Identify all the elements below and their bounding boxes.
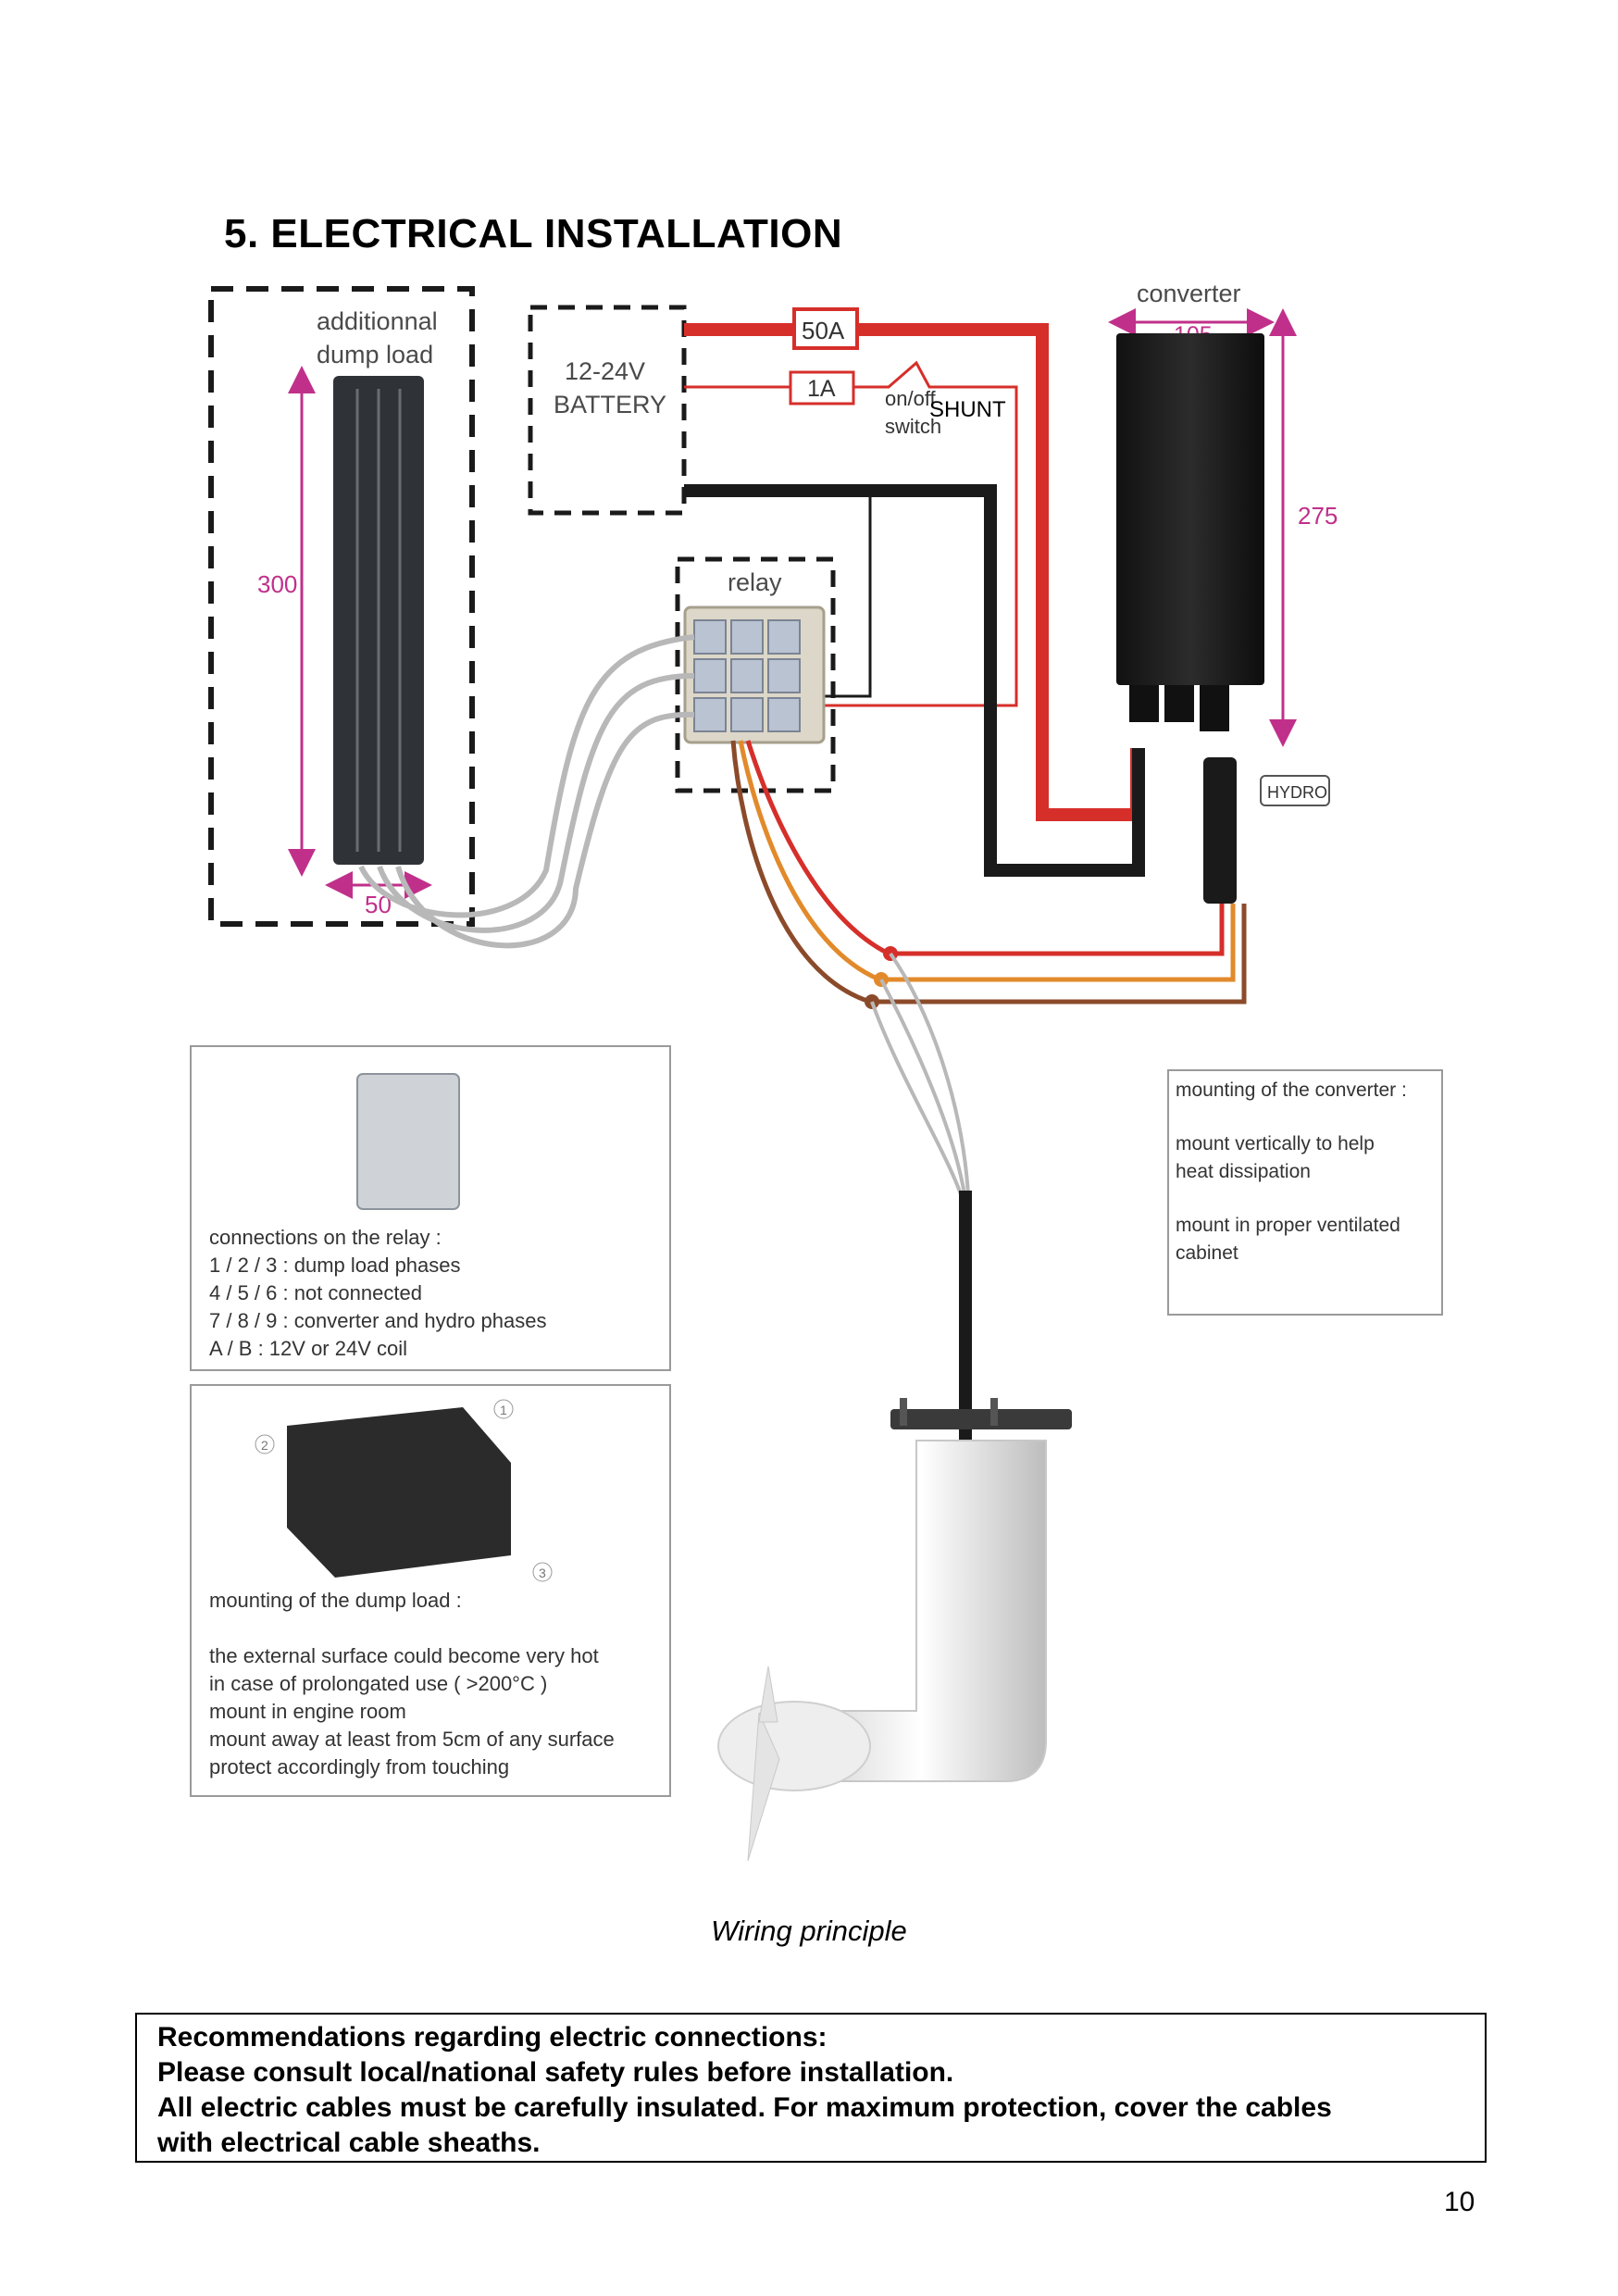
converter-height-dim: 275 — [1298, 502, 1338, 530]
dump-load-note-line-4: mount away at least from 5cm of any surf… — [209, 1728, 615, 1751]
relay-note-line-3: 7 / 8 / 9 : converter and hydro phases — [209, 1309, 546, 1332]
dump-load-note-line-2: in case of prolongated use ( >200°C ) — [209, 1672, 547, 1695]
relay-note-title: connections on the relay : — [209, 1226, 442, 1249]
converter-note-line-3: mount in proper ventilated — [1176, 1215, 1400, 1236]
dump-load-photo — [287, 1407, 511, 1578]
recommendations-line-2: Please consult local/national safety rul… — [157, 2057, 954, 2088]
relay-label: relay — [728, 568, 782, 596]
recommendations-line-3: All electric cables must be carefully in… — [157, 2092, 1332, 2123]
dump-callout-3: 3 — [539, 1566, 546, 1580]
dump-load-label-1: additionnal — [317, 307, 438, 335]
converter-body — [1116, 333, 1264, 685]
negative-wire — [684, 484, 1145, 877]
fuse-50a — [792, 307, 859, 350]
switch-label-2: switch — [885, 415, 941, 438]
converter-note-box — [1167, 1069, 1443, 1316]
dump-load-note-line-1: the external surface could become very h… — [209, 1644, 599, 1667]
dump-load-label-2: dump load — [317, 341, 433, 368]
converter-note-line-4: cabinet — [1176, 1242, 1238, 1264]
relay-note-line-1: 1 / 2 / 3 : dump load phases — [209, 1254, 461, 1277]
phase-wires — [730, 740, 1247, 1004]
recommendations-line-4: with electrical cable sheaths. — [157, 2128, 541, 2158]
battery-box — [528, 305, 687, 516]
dump-load-box — [208, 286, 475, 927]
page-number: 10 — [1444, 2187, 1475, 2217]
fuse-1a-label: 1A — [807, 376, 836, 402]
dump-load-wires — [358, 634, 695, 949]
relay-photo — [356, 1073, 460, 1210]
hydro-connector — [1203, 757, 1237, 904]
dump-load-note-line-3: mount in engine room — [209, 1700, 406, 1723]
fuse-50a-label: 50A — [802, 317, 845, 344]
switch-wire — [684, 360, 1018, 707]
converter-note-line-1: mount vertically to help — [1176, 1133, 1375, 1154]
dump-load-height-dim: 300 — [257, 570, 297, 598]
shunt-label: SHUNT — [929, 397, 1006, 422]
battery-label-2: BATTERY — [554, 391, 666, 418]
switch-label-1: on/off — [885, 387, 937, 410]
recommendations-line-1: Recommendations regarding electric conne… — [157, 2022, 828, 2053]
converter-note-line-2: heat dissipation — [1176, 1161, 1311, 1182]
hydro-label: HYDRO — [1267, 783, 1327, 802]
section-heading: 5. ELECTRICAL INSTALLATION — [224, 211, 843, 256]
relay-note-line-2: 4 / 5 / 6 : not connected — [209, 1281, 422, 1304]
hydro-cable — [959, 1191, 972, 1468]
relay-note-line-4: A / B : 12V or 24V coil — [209, 1337, 407, 1360]
dump-callout-1: 1 — [500, 1403, 507, 1417]
figure-caption: Wiring principle — [711, 1915, 907, 1947]
fuse-1a — [789, 370, 855, 406]
dump-load-note-title: mounting of the dump load : — [209, 1589, 462, 1612]
recommendations-box: Recommendations regarding electric conne… — [135, 2013, 1487, 2163]
dump-callout-2: 2 — [261, 1438, 268, 1453]
dump-load-note-line-5: protect accordingly from touching — [209, 1755, 509, 1778]
converter-note-title: mounting of the converter : — [1176, 1079, 1407, 1101]
converter-label: converter — [1137, 280, 1241, 307]
battery-label-1: 12-24V — [565, 357, 645, 385]
